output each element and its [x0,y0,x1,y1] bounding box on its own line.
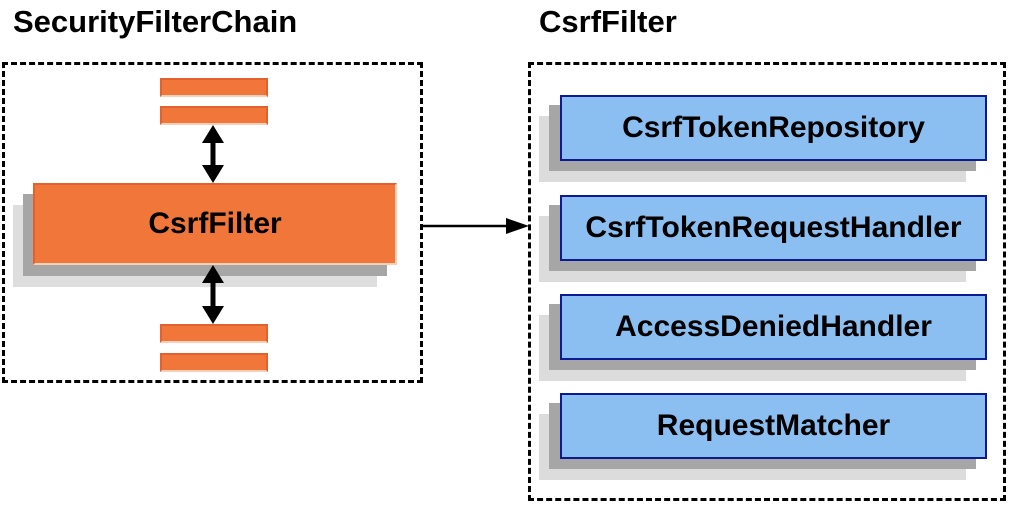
component-box-request-matcher: RequestMatcher [560,393,987,459]
filter-stack-bar [160,324,268,343]
component-box-csrf-token-repository: CsrfTokenRepository [560,95,987,161]
filter-stack-bar [160,78,268,97]
security-filter-chain-container [2,62,423,383]
csrf-filter-components-container [528,62,1006,501]
double-arrow-icon [202,125,224,183]
flow-arrow-icon [423,218,529,234]
component-label: CsrfTokenRepository [622,111,925,144]
filter-stack-bar [160,353,268,372]
component-label: CsrfTokenRequestHandler [585,211,962,244]
csrf-filter-box: CsrfFilter [33,183,397,265]
component-label: AccessDeniedHandler [615,310,932,343]
security-filter-chain-title: SecurityFilterChain [13,4,298,39]
csrf-filter-box-label: CsrfFilter [148,207,282,240]
filter-stack-bar [160,106,268,125]
csrf-filter-title: CsrfFilter [539,4,677,39]
double-arrow-icon [202,265,224,324]
component-box-access-denied-handler: AccessDeniedHandler [560,294,987,360]
component-box-csrf-token-request-handler: CsrfTokenRequestHandler [560,195,987,261]
component-label: RequestMatcher [656,409,891,442]
